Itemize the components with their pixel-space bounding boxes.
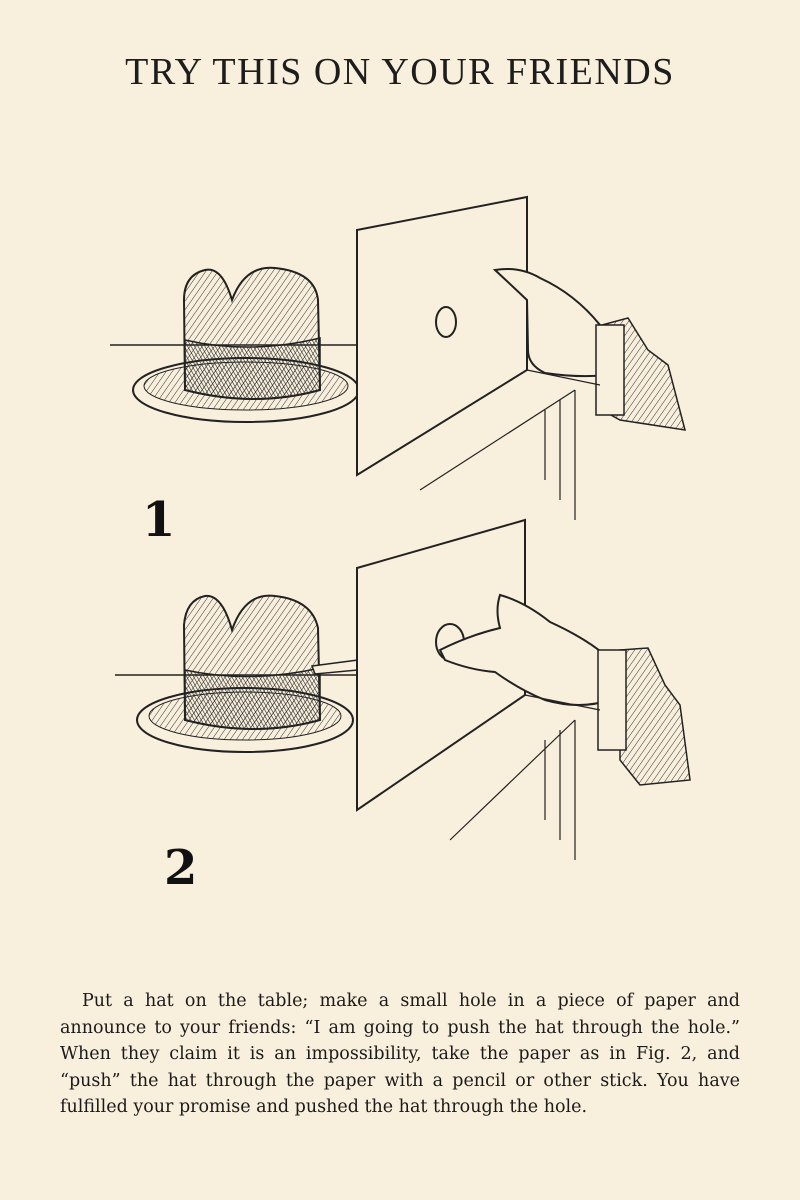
figure-1-label: 1 [142,492,176,548]
figure-2-label: 2 [164,840,198,896]
hand [438,593,691,786]
hat [132,266,360,423]
page-title: TRY THIS ON YOUR FRIENDS [125,51,675,93]
paper-hole [435,306,457,338]
figure-1-illustration [110,195,687,520]
figure-2-illustration [115,518,691,860]
hand [492,268,687,431]
hat [136,594,354,753]
table-shadow [419,369,601,520]
table-shadow [449,694,601,860]
instructions-paragraph: Put a hat on the table; make a small hol… [60,991,740,1117]
